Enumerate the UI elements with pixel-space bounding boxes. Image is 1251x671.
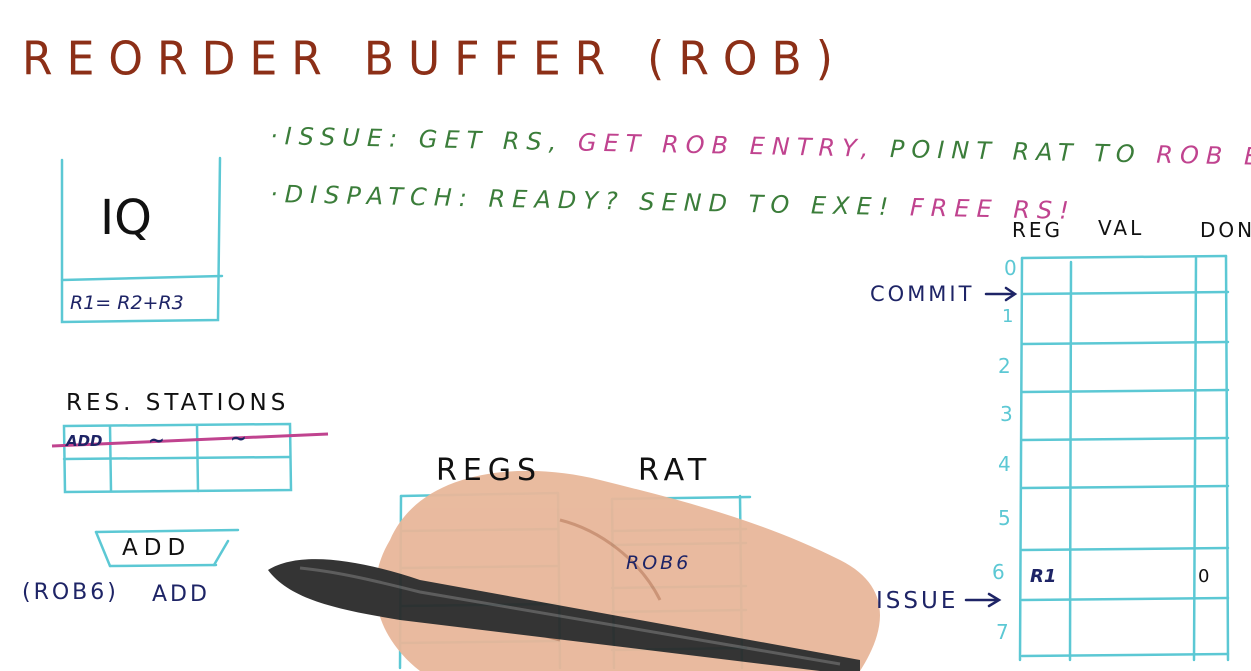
- commit-pointer-label: COMMIT: [870, 282, 975, 306]
- rob-index-7: 7: [996, 620, 1009, 644]
- rob-col-reg: REG: [1012, 218, 1064, 242]
- res-stations-label: RES. STATIONS: [66, 390, 290, 416]
- add-unit-tag: (ROB6): [22, 580, 119, 605]
- regs-label: REGS: [436, 453, 543, 488]
- iq-box: [60, 156, 222, 324]
- rob-row6-reg: R1: [1030, 566, 1057, 587]
- rob-col-val: VAL: [1098, 216, 1145, 240]
- rs-table: [62, 422, 293, 494]
- issue-pointer-label: ISSUE: [876, 588, 959, 614]
- rob-col-done: DON: [1200, 218, 1251, 242]
- rob-index-4: 4: [998, 452, 1011, 476]
- rs-strike-line: [51, 432, 329, 448]
- iq-entry: R1= R2+R3: [70, 292, 184, 314]
- add-unit-label: ADD: [122, 535, 192, 561]
- rob-index-3: 3: [1000, 402, 1013, 426]
- rob-row6-done: 0: [1198, 566, 1210, 587]
- page-title: REORDER BUFFER (ROB): [22, 32, 847, 87]
- iq-divider: [60, 274, 224, 282]
- rat-label: RAT: [638, 453, 713, 488]
- add-unit-op: ADD: [152, 582, 210, 607]
- rs-op-add: ADD: [66, 432, 103, 450]
- hand-with-pen: [268, 470, 880, 671]
- rob-index-5: 5: [998, 506, 1011, 530]
- rat-entry-rob6: ROB6: [626, 552, 692, 574]
- iq-label: IQ: [100, 190, 152, 246]
- rs-operand-1: ~: [148, 428, 165, 452]
- rs-operand-2: ~: [230, 426, 247, 450]
- rob-index-6: 6: [992, 560, 1005, 584]
- rob-index-1: 1: [1002, 306, 1014, 327]
- rob-index-0: 0: [1004, 256, 1017, 280]
- rob-index-2: 2: [998, 354, 1011, 378]
